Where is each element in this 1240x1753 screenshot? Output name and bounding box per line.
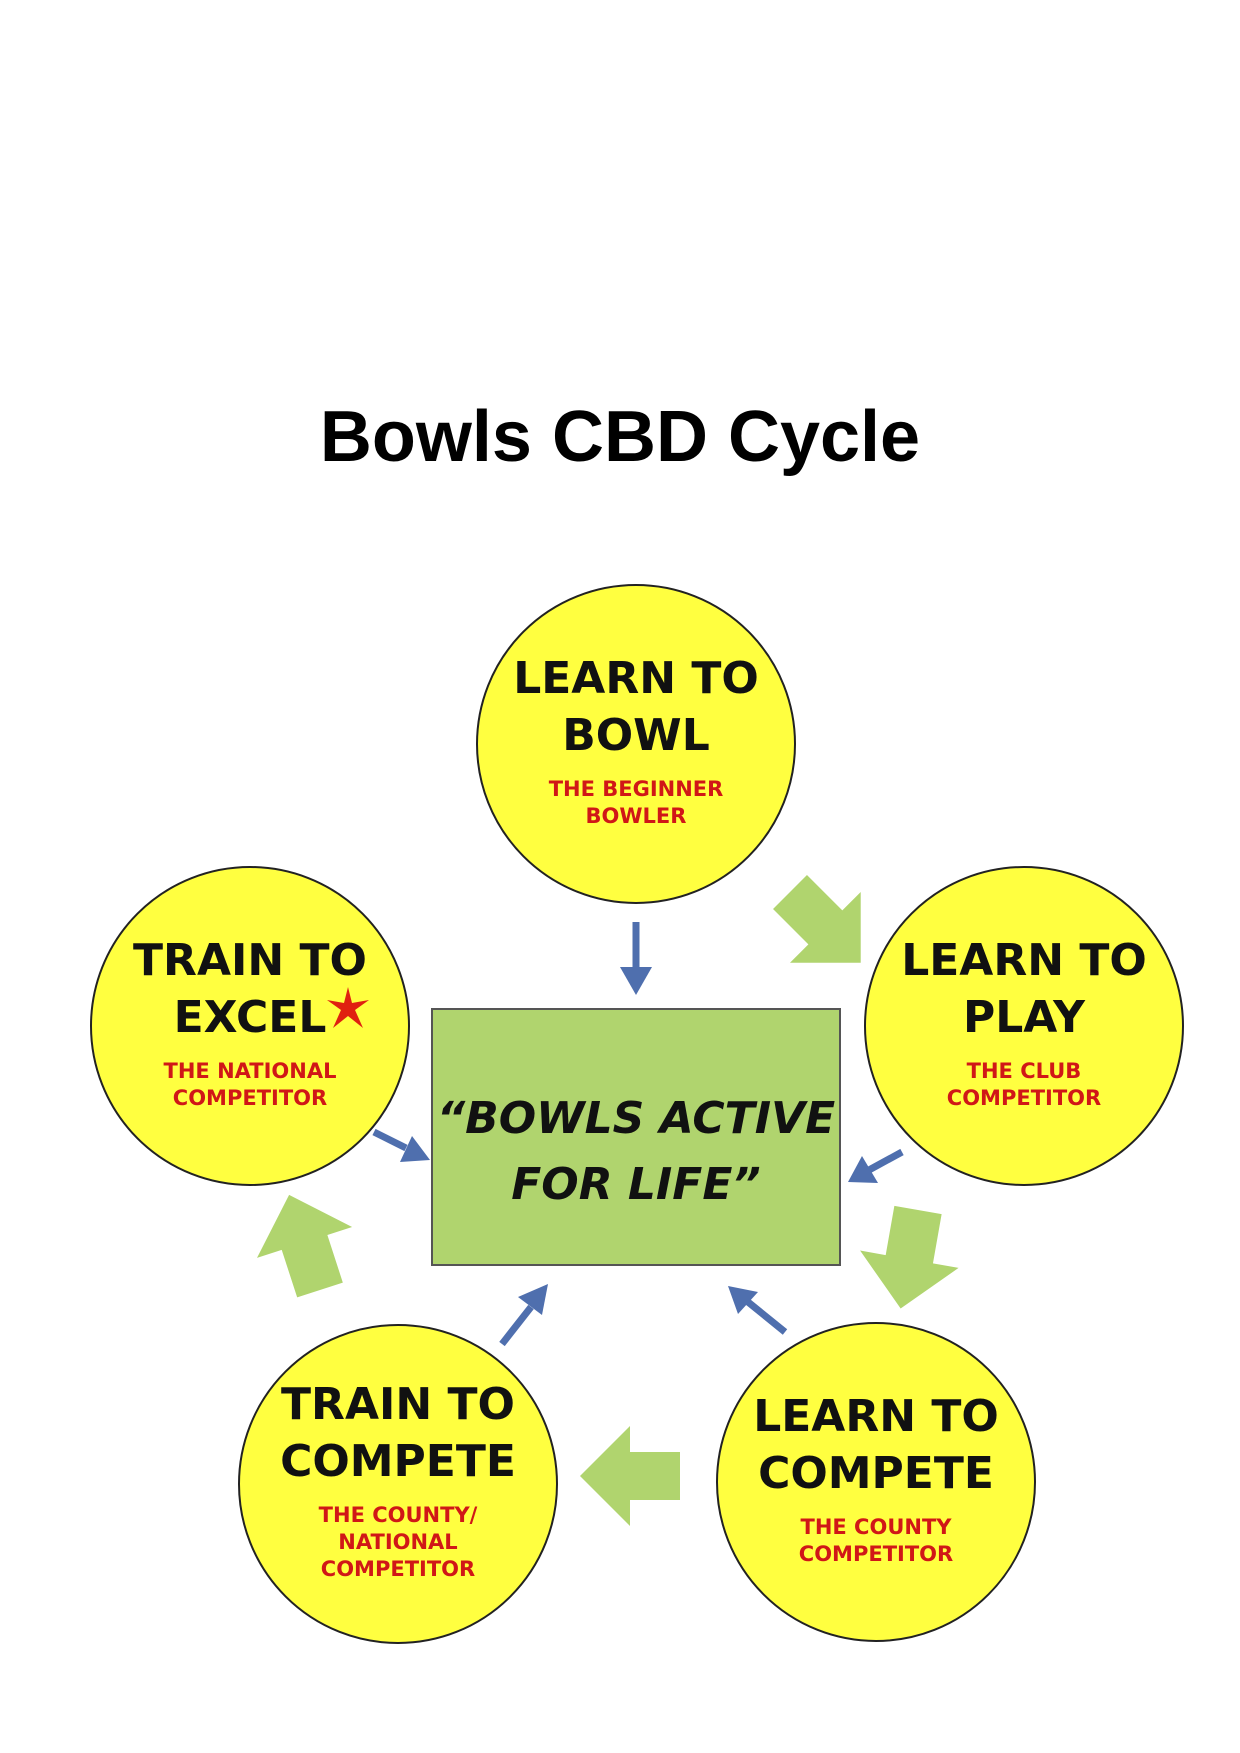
stage-learn-to-bowl-text: LEARN TO BOWL THE BEGINNER BOWLER (476, 650, 796, 830)
stage-train-to-compete (238, 1324, 558, 1644)
stage-learn-to-play (864, 866, 1184, 1186)
stage-title: COMPETE (758, 1448, 994, 1499)
stage-title: LEARN TO (753, 1391, 999, 1442)
stage-train-to-excel-text: TRAIN TO EXCEL THE NATIONAL COMPETITOR (90, 932, 410, 1112)
star-icon (327, 987, 369, 1028)
stage-title: TRAIN TO (133, 935, 367, 986)
stage-title: LEARN TO (901, 935, 1147, 986)
stage-subtitle-line: COMPETITOR (172, 1086, 328, 1110)
stage-title: COMPETE (280, 1436, 516, 1487)
inward-arrow-from-bowl (620, 922, 652, 995)
center-box: “BOWLS ACTIVE FOR LIFE” (431, 1008, 841, 1266)
stage-subtitle: THE CLUB COMPETITOR (864, 1058, 1184, 1112)
stage-title: LEARN TO (513, 653, 759, 704)
inward-arrow-from-play (848, 1148, 904, 1183)
stage-train-to-compete-text: TRAIN TO COMPETE THE COUNTY/ NATIONAL CO… (238, 1376, 558, 1583)
stage-subtitle-line: THE NATIONAL (163, 1059, 337, 1083)
stage-subtitle-line: COMPETITOR (798, 1542, 954, 1566)
stage-learn-to-bowl (476, 584, 796, 904)
stage-title: EXCEL (173, 992, 327, 1043)
stage-title: TRAIN TO (281, 1379, 515, 1430)
cycle-arrow-bowl-to-play (773, 875, 861, 963)
center-text: “BOWLS ACTIVE FOR LIFE” (433, 1086, 839, 1218)
inward-arrow-from-excel (372, 1128, 430, 1162)
cycle-arrow-train-compete-to-excel (256, 1194, 353, 1298)
center-line-1: “BOWLS ACTIVE (436, 1093, 836, 1144)
stage-train-to-excel (90, 866, 410, 1186)
stage-learn-to-play-text: LEARN TO PLAY THE CLUB COMPETITOR (864, 932, 1184, 1112)
stage-subtitle-line: THE CLUB (966, 1059, 1082, 1083)
stage-learn-to-compete (716, 1322, 1036, 1642)
stage-subtitle-line: THE BEGINNER (548, 777, 724, 801)
page-title: Bowls CBD Cycle (319, 397, 921, 477)
stage-subtitle-line: THE COUNTY/ (318, 1503, 478, 1527)
cycle-arrow-learn-compete-to-train-compete (580, 1426, 680, 1526)
stage-subtitle: THE COUNTY COMPETITOR (716, 1514, 1036, 1568)
stage-subtitle-line: COMPETITOR (946, 1086, 1102, 1110)
stage-subtitle-line: COMPETITOR (320, 1557, 476, 1581)
stage-title: PLAY (963, 992, 1085, 1043)
stage-subtitle: THE COUNTY/ NATIONAL COMPETITOR (238, 1502, 558, 1583)
stage-subtitle-line: THE COUNTY (800, 1515, 952, 1539)
stage-subtitle-line: BOWLER (585, 804, 687, 828)
stage-title: BOWL (562, 710, 710, 761)
stage-subtitle-line: NATIONAL (338, 1530, 458, 1554)
stage-subtitle: THE NATIONAL COMPETITOR (90, 1058, 410, 1112)
stage-learn-to-compete-text: LEARN TO COMPETE THE COUNTY COMPETITOR (716, 1388, 1036, 1568)
cycle-arrow-play-to-learn-compete (860, 1205, 959, 1309)
stage-subtitle: THE BEGINNER BOWLER (476, 776, 796, 830)
inward-arrow-from-train-compete (499, 1284, 548, 1347)
inward-arrow-from-learn-compete (728, 1286, 788, 1335)
center-line-2: FOR LIFE” (511, 1159, 761, 1210)
